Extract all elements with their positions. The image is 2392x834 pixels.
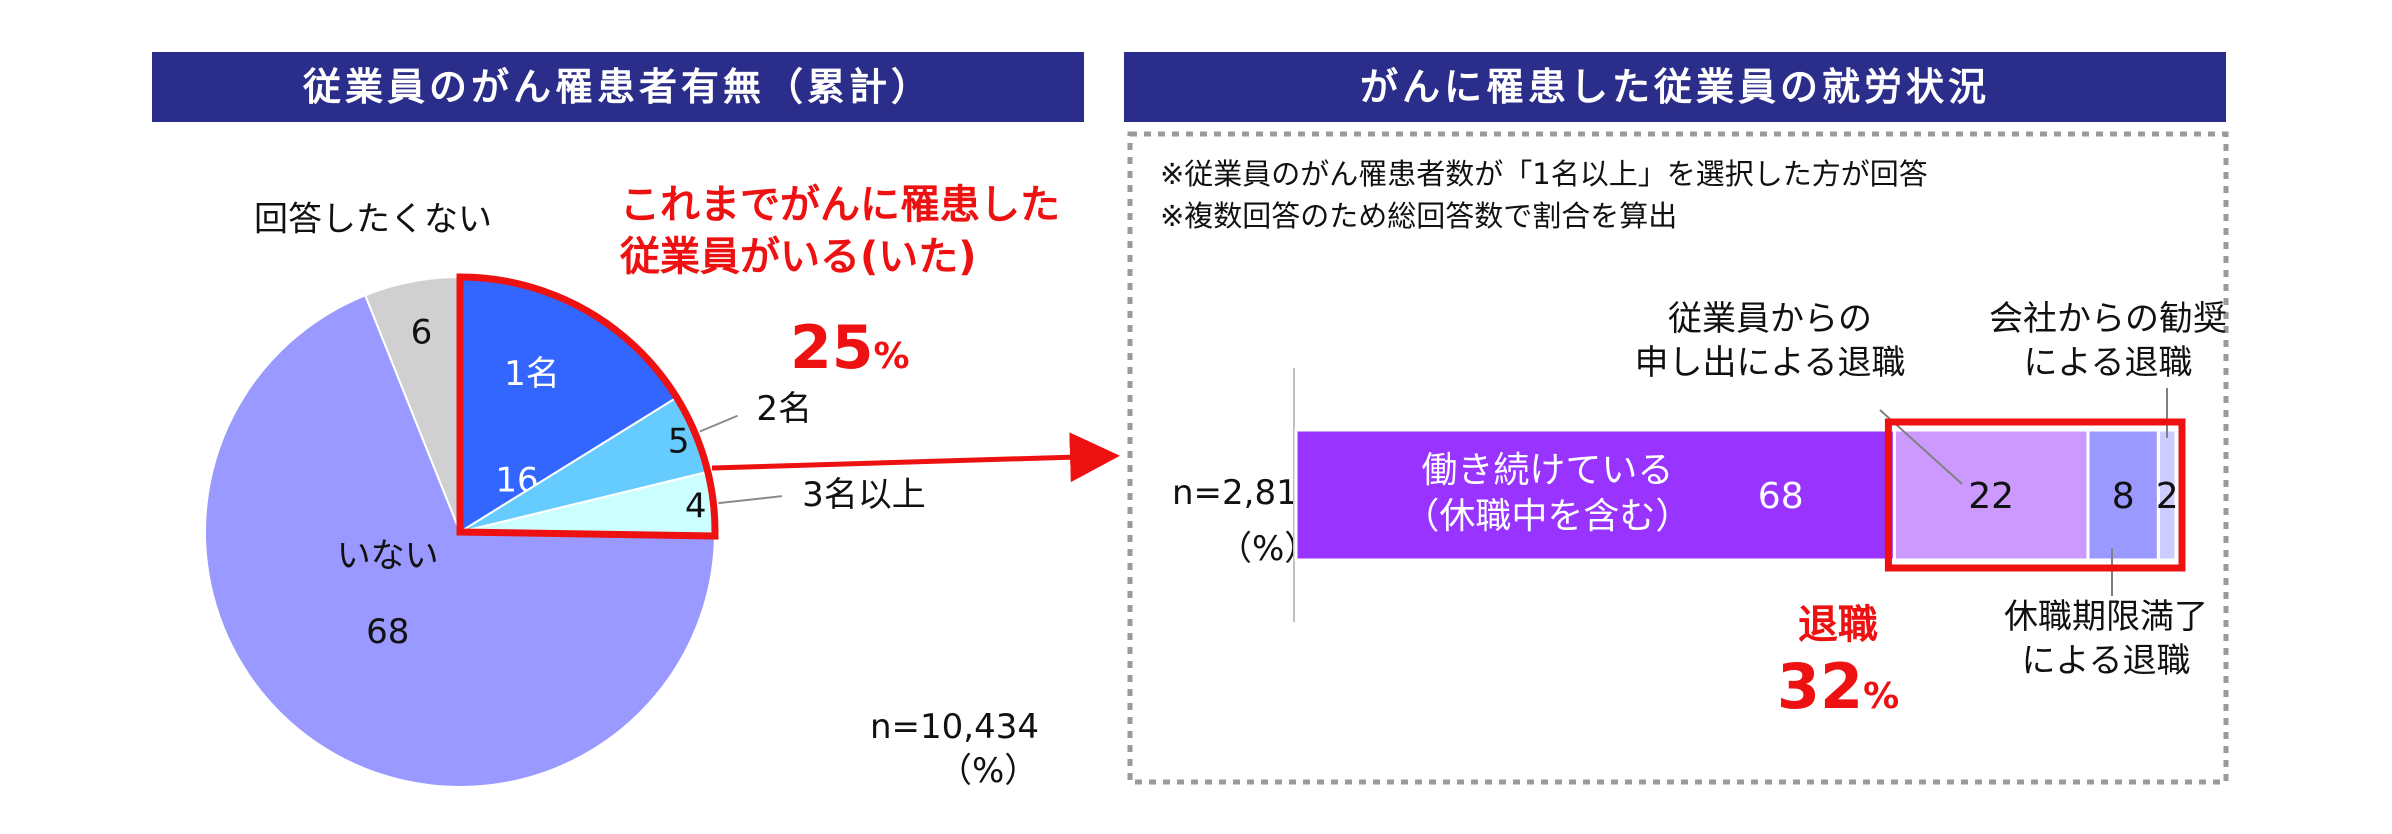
bar-label-4-line-1: 会社からの勧奨 (1989, 299, 2227, 339)
callout-unit: % (874, 336, 910, 377)
pie-label-3: 3名以上 (802, 475, 926, 515)
pie-label-5: 回答したくない (254, 200, 492, 240)
callout-value-text: 25% (790, 313, 910, 383)
right-dotted-frame (1127, 131, 2229, 785)
bar-value-1: 68 (1758, 476, 1804, 517)
right-title-bar (1124, 52, 2226, 122)
bar-value-3: 8 (2112, 476, 2135, 517)
bar-highlight-outline (1884, 418, 2186, 572)
retire-value-text: 32% (1777, 650, 1899, 723)
pie-highlight-outline (456, 273, 719, 540)
left-title: 従業員のがん罹患者有無（累計） (302, 65, 933, 109)
bar-label-2-line-2: 申し出による退職 (1635, 343, 1906, 383)
pie-leader-2 (699, 414, 738, 433)
bar-label-3-line-2: による退職 (2022, 641, 2191, 681)
left-title-bar (152, 52, 1084, 122)
retire-unit: % (1863, 676, 1899, 717)
retire-value: 32 (1777, 650, 1863, 723)
bar-label-3-line-1: 休職期限満了 (2004, 597, 2208, 637)
bar-segment-3 (2086, 428, 2160, 562)
bar-label-4-line-2: による退職 (2024, 343, 2193, 383)
pie-slice-4 (204, 293, 716, 788)
bar-label-1-line-2: （休職中を含む） (1403, 496, 1691, 537)
pie-value-2: 5 (668, 421, 690, 461)
pie-label-1: 1名 (504, 354, 560, 394)
bar-value-2: 22 (1968, 476, 2014, 517)
bar-label-2-line-1: 従業員からの (1668, 299, 1872, 339)
callout-line1: これまでがんに罹患した (620, 182, 1060, 228)
left-n-label: n=10,434 (870, 707, 1039, 747)
bar-label-1-line-1: 働き続けている (1421, 450, 1673, 491)
pie-value-3: 4 (685, 487, 707, 527)
note-1: ※従業員のがん罹患者数が「1名以上」を選択した方が回答 (1160, 157, 1928, 191)
callout-line2: 従業員がいる(いた) (619, 234, 977, 280)
pie-label-4: いない (337, 536, 439, 576)
bar-value-4: 2 (2156, 476, 2179, 517)
callout-arrow (711, 432, 1120, 483)
left-unit-label: （%） (938, 751, 1038, 791)
retire-label: 退職 (1798, 602, 1878, 648)
right-panel: がんに罹患した従業員の就労状況 ※従業員のがん罹患者数が「1名以上」を選択した方… (1124, 52, 2229, 785)
callout-value: 25 (790, 313, 874, 383)
right-title: がんに罹患した従業員の就労状況 (1360, 65, 1990, 109)
bar-segment-1 (1294, 428, 1896, 562)
pie-leader-3 (718, 495, 782, 505)
note-2: ※複数回答のため総回答数で割合を算出 (1160, 199, 1677, 233)
pie-label-2: 2名 (756, 389, 812, 429)
pie-value-4: 68 (366, 612, 409, 652)
pie-value-5: 6 (411, 313, 433, 353)
